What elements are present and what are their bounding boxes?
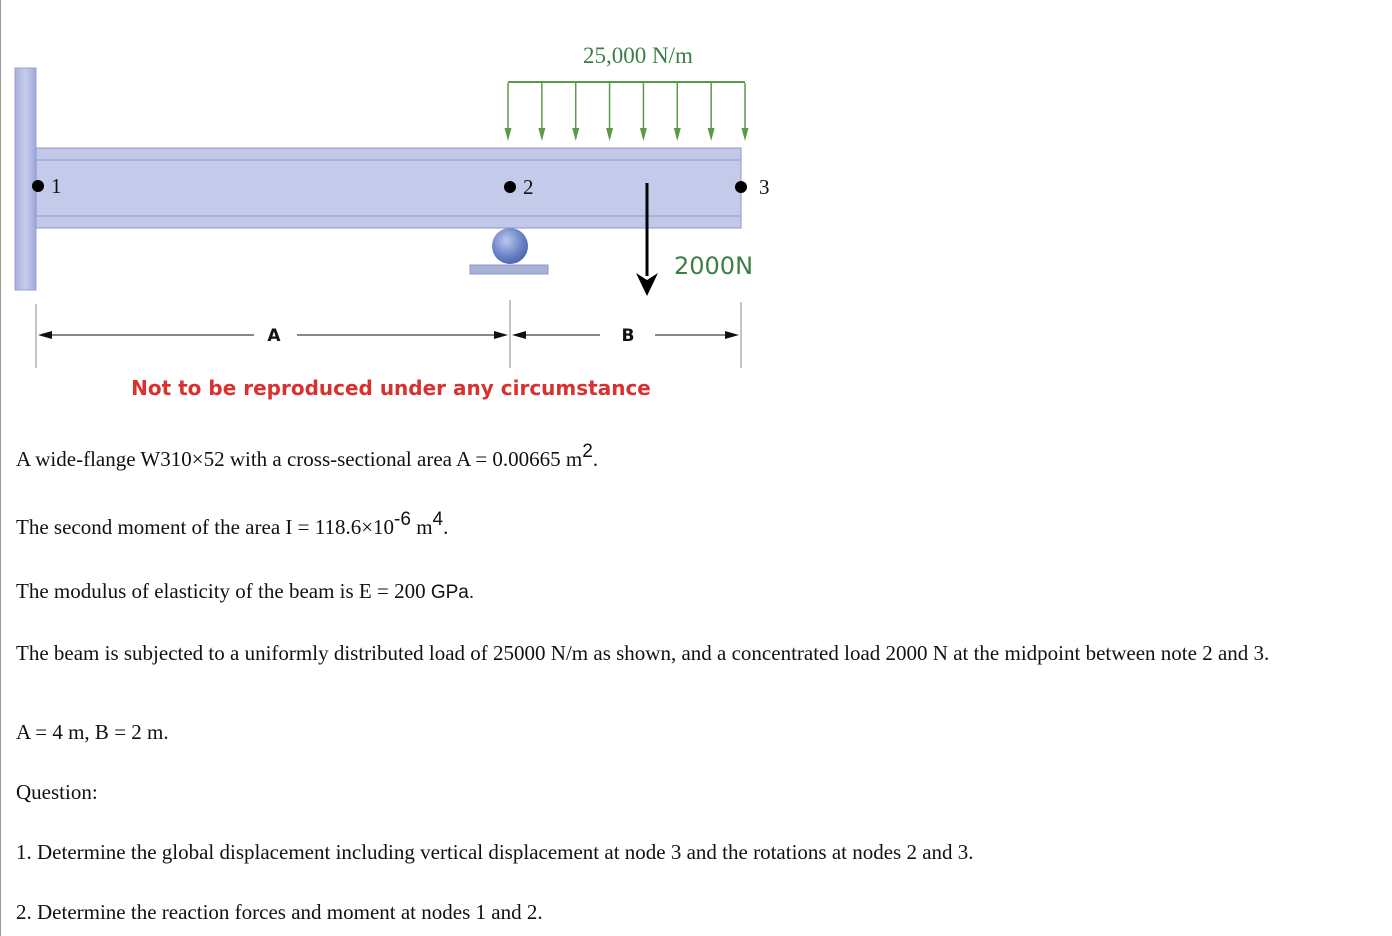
distributed-load-arrowhead [606,128,614,141]
point-load-label: 2000N [674,252,753,280]
second-moment-text: The second moment of the area I = 118.6×… [16,515,395,539]
question-2: 2. Determine the reaction forces and mom… [16,900,543,924]
distributed-load-arrowhead [504,128,512,141]
cross-section-period: . [592,447,599,471]
node-1-dot [32,180,44,192]
second-moment-unit: m [410,515,433,539]
beam-web [35,159,742,217]
second-moment-unit-exponent: 4 [432,509,444,530]
distributed-load-arrowhead [707,128,715,141]
cross-section-text: A wide-flange W310×52 with a cross-secti… [16,447,583,471]
roller-ground-plate [469,264,549,275]
fixed-wall [14,67,37,291]
beam-diagram: 25,000 N/m 1 2 3 2000N A B Not to be rep… [14,43,770,400]
distributed-load-arrowhead [673,128,681,141]
paragraph-modulus: The modulus of elasticity of the beam is… [16,576,474,608]
node-2-label: 2 [523,175,534,199]
distributed-load-arrows [504,83,749,141]
paragraph-dimensions: A = 4 m, B = 2 m. [16,720,169,744]
distributed-load-arrowhead [639,128,647,141]
node-3-label: 3 [759,175,770,199]
node-2-dot [504,181,516,193]
beam-top-flange [35,147,742,161]
node-1-label: 1 [51,174,62,198]
roller-ball [492,228,528,264]
modulus-text: The modulus of elasticity of the beam is… [16,579,431,603]
second-moment-exponent: -6 [394,509,411,530]
modulus-unit: GPa. [430,582,475,603]
question-1: 1. Determine the global displacement inc… [16,840,974,864]
second-moment-period: . [443,515,449,539]
distributed-load-label: 25,000 N/m [583,43,693,68]
distributed-load-arrowhead [538,128,546,141]
paragraph-load-description: The beam is subjected to a uniformly dis… [16,641,1270,665]
point-load-arrow [636,183,658,296]
question-heading: Question: [16,780,98,804]
paragraph-second-moment: The second moment of the area I = 118.6×… [16,509,449,542]
distributed-load-arrowhead [572,128,580,141]
dimension-lines [35,300,742,368]
left-border-rule [0,0,1,936]
roller-support [469,228,549,275]
beam-bottom-flange [35,215,742,229]
watermark-text: Not to be reproduced under any circumsta… [131,376,651,400]
dimension-b-label: B [622,326,635,346]
distributed-load [504,81,749,141]
node-3-dot [735,181,747,193]
area-exponent: 2 [582,441,593,462]
distributed-load-arrowhead [741,128,749,141]
dimension-a-label: A [267,326,281,346]
paragraph-cross-section-area: A wide-flange W310×52 with a cross-secti… [16,441,599,474]
beam [35,147,742,229]
